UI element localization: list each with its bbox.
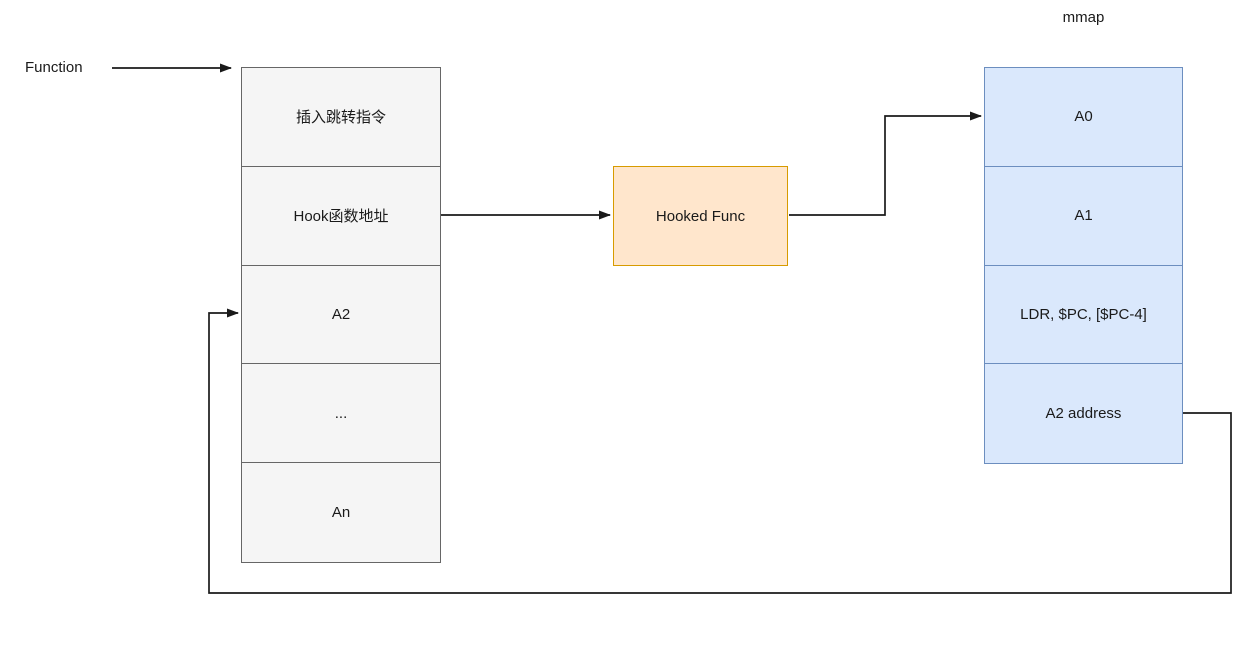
- mmap-stack-cell-a2-address: A2 address: [1045, 405, 1122, 423]
- function-label: Function: [25, 59, 83, 76]
- mmap-stack: A0 A1 LDR, $PC, [$PC-4] A2 address: [984, 67, 1183, 464]
- function-stack-cell-an: An: [331, 504, 351, 522]
- arrow-hookedfunc-to-mmap-a0-icon: [789, 111, 982, 216]
- mmap-stack-cell-ldr: LDR, $PC, [$PC-4]: [985, 266, 1182, 365]
- function-stack-cell-ellipsis: ...: [242, 364, 440, 464]
- function-stack-cell-jump-instruction: 插入跳转指令: [242, 68, 440, 167]
- function-stack-cell-hook-address: Hook函数地址: [242, 167, 440, 266]
- mmap-stack-cell-a1: A1: [985, 167, 1182, 266]
- mmap-stack-cell-a0: A0: [985, 68, 1182, 167]
- function-stack-cell-a2: A2: [242, 266, 440, 365]
- hooked-func-box: Hooked Func: [613, 166, 788, 266]
- function-stack: 插入跳转指令 Hook函数地址 A2 ... An: [241, 67, 441, 563]
- mmap-label: mmap: [1062, 9, 1105, 26]
